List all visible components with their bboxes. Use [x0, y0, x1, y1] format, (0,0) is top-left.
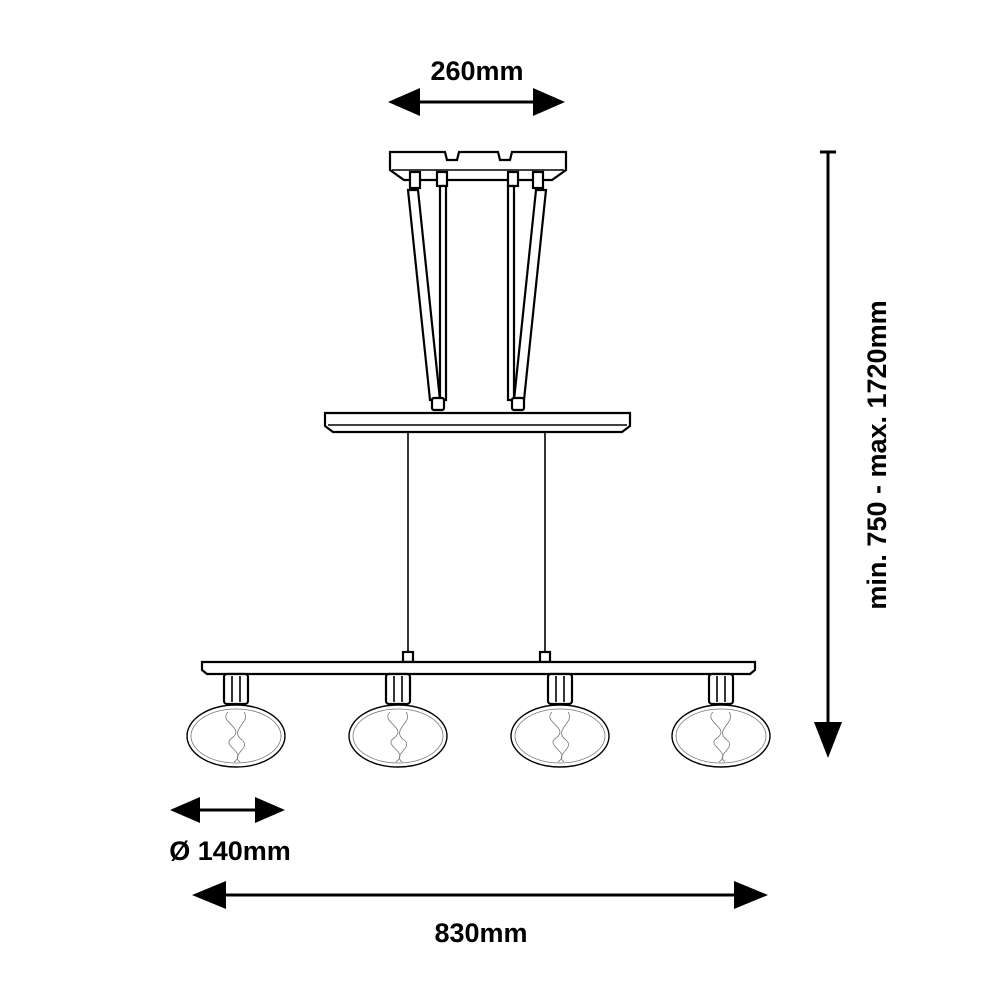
- ceiling-canopy: [388, 150, 568, 190]
- shade-4: [671, 672, 771, 768]
- shades: [186, 672, 771, 768]
- lamp-bar: [200, 660, 757, 676]
- glass-shade: [510, 704, 610, 768]
- suspension-straps: [406, 184, 548, 412]
- lower-cables: [401, 432, 552, 664]
- socket-holder: [384, 672, 412, 706]
- middle-bar: [323, 411, 632, 434]
- glass-shade: [348, 704, 448, 768]
- overall-width-label: 830mm: [434, 918, 527, 948]
- shade-1: [186, 672, 286, 768]
- height-dimension: min. 750 - max. 1720mm: [814, 150, 892, 758]
- socket-holder: [707, 672, 735, 706]
- canopy-width-label: 260mm: [430, 56, 523, 86]
- glass-shade: [186, 704, 286, 768]
- shade-diameter-dimension: Ø 140mm: [169, 797, 291, 866]
- shade-2: [348, 672, 448, 768]
- height-range-label: min. 750 - max. 1720mm: [862, 300, 892, 609]
- socket-holder: [222, 672, 250, 706]
- shade-3: [510, 672, 610, 768]
- glass-shade: [671, 704, 771, 768]
- shade-diameter-label: Ø 140mm: [169, 836, 291, 866]
- overall-width-dimension: 830mm: [192, 881, 768, 948]
- canopy-width-dimension: 260mm: [388, 56, 565, 116]
- socket-holder: [546, 672, 574, 706]
